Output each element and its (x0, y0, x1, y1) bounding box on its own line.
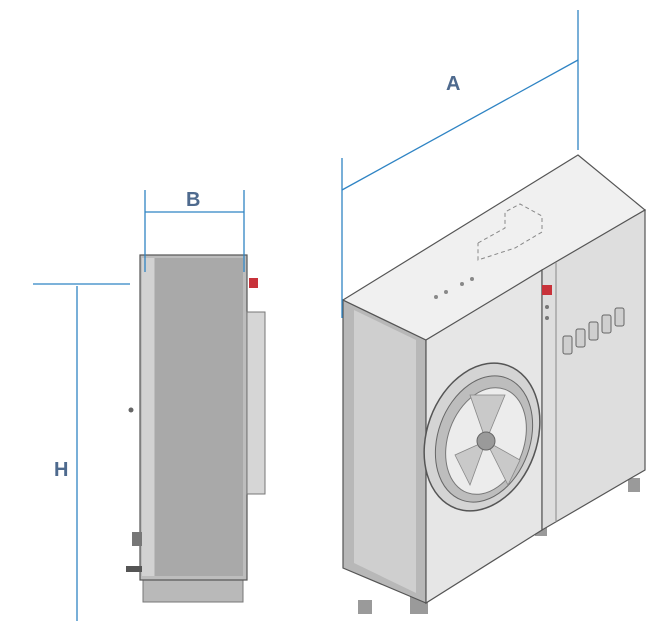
control-panel-vents (562, 307, 625, 355)
side-view-base (142, 577, 244, 603)
isometric-view-unit (341, 154, 647, 614)
side-view-unit (126, 254, 266, 603)
isometric-control-panel (541, 208, 646, 532)
fan-assembly (423, 362, 541, 512)
control-panel-indicator (542, 285, 552, 295)
dimension-a-line (341, 59, 579, 191)
side-view-switch (249, 278, 258, 288)
dimension-h-label: H (54, 459, 68, 481)
side-view-fan-ring (246, 311, 266, 495)
dimension-a-label: A (446, 73, 460, 95)
dimension-lines (33, 10, 579, 621)
dimension-b-label: B (186, 189, 200, 211)
